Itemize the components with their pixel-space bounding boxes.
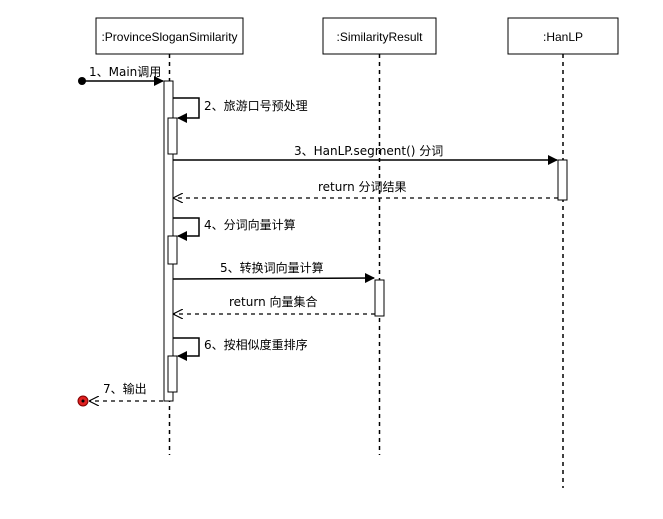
message-5-vector-calc: 4、分词向量计算: [173, 217, 296, 241]
message-label: 5、转换词向量计算: [220, 260, 324, 275]
message-3-segment: 3、HanLP.segment() 分词: [173, 144, 558, 165]
message-label: return 向量集合: [229, 294, 318, 309]
participant-similarity-result: :SimilarityResult: [322, 17, 437, 55]
message-9-output: 7、输出: [77, 381, 163, 407]
message-7-return-vectors: return 向量集合: [174, 294, 375, 314]
activation-bar-sort: [167, 355, 178, 393]
message-2-preprocess: 2、旅游口号预处理: [173, 97, 308, 123]
participant-label: :HanLP: [543, 30, 583, 44]
participant-hanlp: :HanLP: [507, 17, 619, 55]
activation-bar-preprocess: [167, 117, 178, 155]
message-label: 2、旅游口号预处理: [204, 99, 308, 113]
message-label: return 分词结果: [318, 180, 407, 194]
activation-bar-vector: [167, 235, 178, 265]
participant-province-slogan-similarity: :ProvinceSloganSimilarity: [95, 17, 244, 55]
activation-bar-similarity-result: [374, 279, 385, 317]
participant-label: :SimilarityResult: [336, 30, 423, 44]
message-4-return-segment: return 分词结果: [174, 180, 558, 198]
message-label: 1、Main调用: [89, 65, 161, 79]
message-8-sort: 6、按相似度重排序: [173, 337, 308, 361]
message-6-word-vector: 5、转换词向量计算: [172, 260, 375, 284]
message-label: 3、HanLP.segment() 分词: [294, 144, 443, 158]
participant-label: :ProvinceSloganSimilarity: [101, 30, 237, 44]
activation-bar-hanlp: [557, 159, 568, 201]
message-label: 6、按相似度重排序: [204, 337, 308, 352]
message-label: 7、输出: [103, 381, 147, 396]
message-1-main-call: 1、Main调用: [78, 65, 164, 86]
message-label: 4、分词向量计算: [204, 217, 296, 232]
